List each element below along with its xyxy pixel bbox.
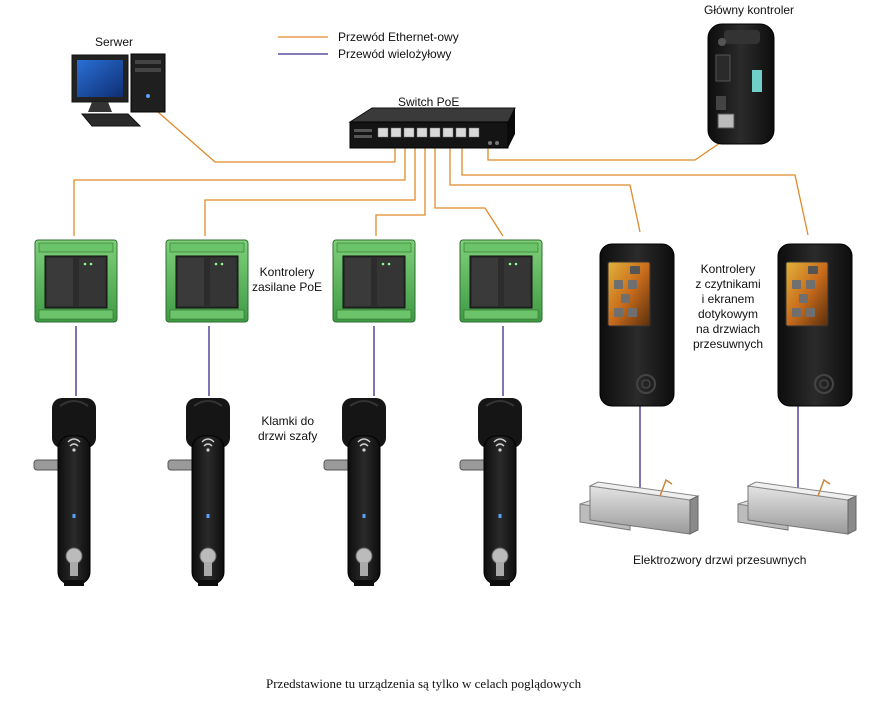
poe-controller-4-icon [459,239,543,323]
server-label: Serwer [95,35,134,49]
reader-controllers-line: dotykowym [697,307,759,321]
cabinet-handle-4-icon [459,397,523,587]
switch-label: Switch PoE [398,95,460,109]
maglock-1-icon [579,479,699,535]
cable-switch-poe1 [73,148,406,236]
cabinet-handle-3-icon [323,397,387,587]
reader-controllers-line: przesuwnych [692,337,764,351]
footer-disclaimer: Przedstawione tu urządzenia są tylko w c… [266,676,582,691]
multicore-cables [75,53,799,488]
legend-multicore-label: Przewód wielożyłowy [338,47,452,61]
main-controller-icon [707,23,775,145]
cable-switch-poe3 [375,148,426,236]
handles-label: Klamki do drzwi szafy [258,414,317,444]
main-controller-label: Główny kontroler [704,3,795,17]
reader-controllers-line: i ekranem [701,292,755,306]
cable-switch-reader1 [449,148,641,233]
cabinet-handle-2-icon [167,397,231,587]
legend-ethernet-label: Przewód Ethernet-owy [338,30,459,44]
poe-controller-3-icon [332,239,416,323]
cable-switch-poe4 [434,148,504,237]
poe-controller-2-icon [165,239,249,323]
maglocks-label: Elektrozwory drzwi przesuwnych [633,553,807,567]
handles-label-line1: Klamki do [261,414,315,428]
poe-controllers-label-line1: Kontrolery [259,265,315,279]
cabinet-handle-1-icon [33,397,97,587]
cable-switch-maincontroller [487,135,731,161]
cable-switch-poe2 [204,148,416,236]
reader-controllers-line: z czytnikami [695,277,761,291]
server-icon [71,53,166,127]
touch-reader-1-icon [599,243,675,407]
network-switch-icon [348,107,516,149]
reader-controllers-line: na drzwiach [695,322,761,336]
handles-label-line2: drzwi szafy [258,429,318,443]
ethernet-cables [73,36,809,237]
poe-controller-1-icon [34,239,118,323]
cable-server-switch [157,111,396,163]
reader-controllers-label: Kontrolery z czytnikami i ekranem dotyko… [690,262,766,352]
poe-controllers-label: Kontrolery zasilane PoE [252,265,322,295]
maglock-2-icon [737,479,857,535]
poe-controllers-label-line2: zasilane PoE [252,280,323,294]
reader-controllers-line: Kontrolery [700,262,756,276]
cable-switch-reader2 [461,148,809,236]
touch-reader-2-icon [777,243,853,407]
